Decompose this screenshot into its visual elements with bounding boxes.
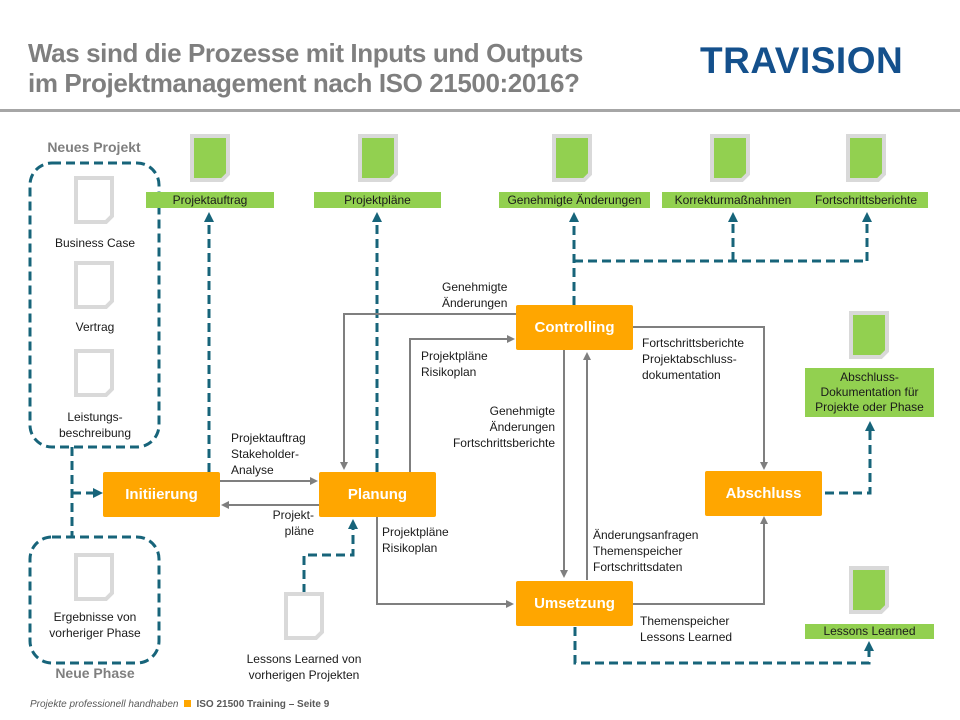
footer-right-text: ISO 21500 Training – Seite 9 xyxy=(196,699,330,710)
flow-label-init-to-plan: Projektauftrag Stakeholder- Analyse xyxy=(231,431,306,477)
green-document-icon xyxy=(358,134,398,182)
abschluss-to-doku-flow xyxy=(825,421,875,495)
new-phase-group-border xyxy=(28,535,161,665)
output-fortschrittsberichte: Fortschrittsberichte xyxy=(804,192,928,208)
flow-label-plan-to-init: Projekt- pläne xyxy=(272,508,314,538)
document-icon xyxy=(74,261,114,309)
umsetzung-to-lessons-flow xyxy=(573,627,874,665)
doc-caption-ergebnisse: Ergebnisse von vorheriger Phase xyxy=(49,610,141,640)
flow-label-plan-to-ctrl: Projektpläne Risikoplan xyxy=(421,349,488,379)
process-controlling[interactable]: Controlling xyxy=(516,305,633,350)
flow-label-plan-to-ums: Projektpläne Risikoplan xyxy=(382,525,449,555)
output-genehmigte-aenderungen: Genehmigte Änderungen xyxy=(499,192,650,208)
green-document-icon xyxy=(190,134,230,182)
doc-icons-output xyxy=(190,134,889,614)
plan-to-ums-arrow xyxy=(376,517,514,608)
lessons-to-planung-flow xyxy=(302,519,358,593)
page-title: Was sind die Prozesse mit Inputs und Out… xyxy=(28,38,668,98)
flow-label-ctrl-to-plan: Genehmigte Änderungen xyxy=(442,280,508,310)
process-abschluss[interactable]: Abschluss xyxy=(705,471,822,516)
flow-label-ums-to-abs: Themenspeicher Lessons Learned xyxy=(640,614,733,644)
output-korrekturmassnahmen: Korrekturmaßnahmen xyxy=(662,192,804,208)
output-lessons-learned: Lessons Learned xyxy=(805,624,934,639)
title-line-2: im Projektmanagement nach ISO 21500:2016… xyxy=(28,68,580,98)
new-project-label: Neues Projekt xyxy=(47,139,141,155)
flow-label-ums-to-ctrl: Änderungsanfragen Themenspeicher Fortsch… xyxy=(593,528,699,574)
green-document-icon xyxy=(849,566,889,614)
footer-square-icon xyxy=(184,700,192,707)
document-icon xyxy=(74,349,114,397)
output-abschluss-dokumentation: Abschluss- Dokumentation für Projekte od… xyxy=(805,368,934,417)
green-document-icon xyxy=(849,311,889,359)
ctrl-to-abs-arrow xyxy=(633,326,768,470)
header-divider xyxy=(0,109,960,112)
doc-caption-vertrag: Vertrag xyxy=(75,320,115,334)
footer: Projekte professionell handhaben ISO 2150… xyxy=(30,699,329,710)
plan-to-ctrl-arrow xyxy=(409,335,515,472)
doc-caption-leistungsbeschreibung: Leistungs- beschreibung xyxy=(58,410,132,440)
output-projektauftrag: Projektauftrag xyxy=(146,192,274,208)
flow-label-ctrl-to-ums: Genehmigte Änderungen Fortschrittsberich… xyxy=(452,404,555,450)
title-line-1: Was sind die Prozesse mit Inputs und Out… xyxy=(28,38,583,68)
ums-to-abs-arrow xyxy=(633,516,768,605)
lessons-learned-input-caption: Lessons Learned von vorherigen Projekten xyxy=(246,652,362,682)
new-phase-label: Neue Phase xyxy=(55,665,135,681)
document-icon xyxy=(74,553,114,601)
output-projektplaene: Projektpläne xyxy=(314,192,441,208)
green-document-icon xyxy=(552,134,592,182)
process-initiierung[interactable]: Initiierung xyxy=(103,472,220,517)
ctrl-to-plan-arrow xyxy=(340,313,517,470)
doc-icons-input xyxy=(74,176,324,640)
travision-logo: TRAVISION xyxy=(700,40,904,81)
green-document-icon xyxy=(846,134,886,182)
process-umsetzung[interactable]: Umsetzung xyxy=(516,581,633,626)
flow-label-ctrl-to-abs: Fortschrittsberichte Projektabschluss- d… xyxy=(642,336,745,382)
doc-caption-business-case: Business Case xyxy=(54,236,136,250)
process-planung[interactable]: Planung xyxy=(319,472,436,517)
footer-left-text: Projekte professionell handhaben xyxy=(30,699,179,710)
green-document-icon xyxy=(710,134,750,182)
document-icon xyxy=(74,176,114,224)
new-project-group-border xyxy=(28,161,161,449)
document-icon xyxy=(284,592,324,640)
